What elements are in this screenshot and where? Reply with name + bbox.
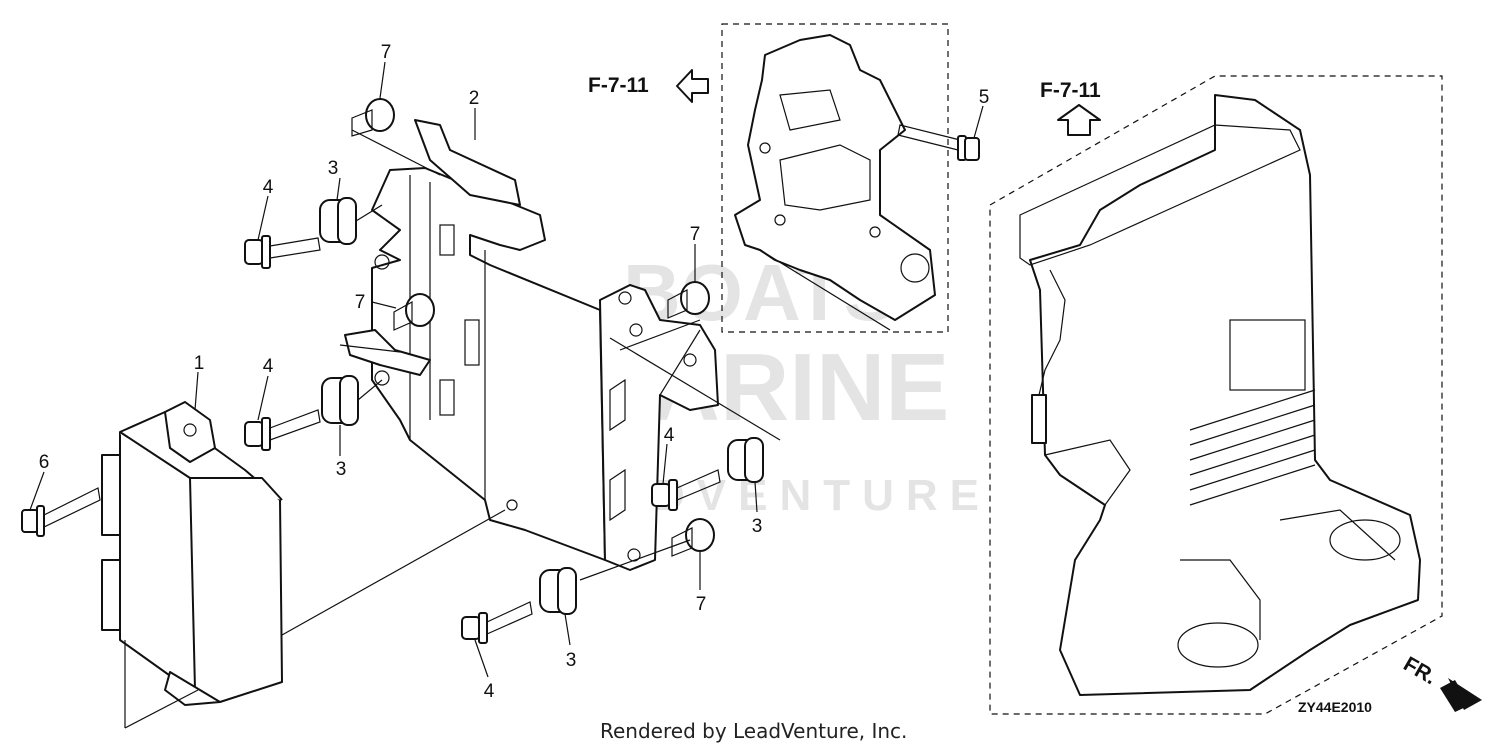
callout-7b: 7 [355,292,366,313]
arrow-left-outline-icon [676,69,709,103]
bolt-c [651,469,721,511]
callout-5: 5 [979,87,990,108]
callout-4c: 4 [664,425,675,446]
main-bracket [344,119,719,571]
callout-3d: 3 [566,650,577,671]
reference-left: F-7-11 [588,74,649,97]
bolt-b [244,409,321,451]
bolt-5 [897,124,980,161]
grommet-a [319,197,383,245]
callout-4a: 4 [263,177,274,198]
cover-group-box [989,75,1443,715]
ecu-cover [1019,94,1421,696]
callout-2: 2 [469,88,480,109]
arrow-down-right-filled-icon [1440,678,1482,712]
callout-6: 6 [39,452,50,473]
diagram-code: ZY44E2010 [1298,699,1372,715]
bolt-6 [21,487,101,537]
direction-label: FR. [1400,652,1441,689]
callout-4d: 4 [484,681,495,702]
callout-3c: 3 [752,516,763,537]
bolt-a [244,235,321,269]
sub-bracket [734,34,936,321]
ecu-unit [101,401,283,706]
collar-a [351,98,395,137]
callout-7a: 7 [381,42,392,63]
collar-d [671,518,715,557]
callout-7d: 7 [696,594,707,615]
collar-b [393,293,435,331]
grommet-d [539,567,577,615]
callout-1: 1 [194,353,205,374]
callouts: 1 2 3 3 3 3 4 4 4 4 5 6 7 7 7 7 [39,42,990,702]
grommet-b [321,375,383,426]
arrow-up-outline-icon [1057,104,1101,136]
callout-4b: 4 [263,356,274,377]
reference-right: F-7-11 [1040,79,1101,102]
leader-lines [29,61,984,729]
bracket-group-box [721,23,949,333]
footer-credit: Rendered by LeadVenture, Inc. [600,719,907,743]
callout-7c: 7 [690,224,701,245]
callout-3a: 3 [328,158,339,179]
grommet-c [727,437,764,483]
callout-3b: 3 [336,459,347,480]
bolt-d [461,601,533,644]
